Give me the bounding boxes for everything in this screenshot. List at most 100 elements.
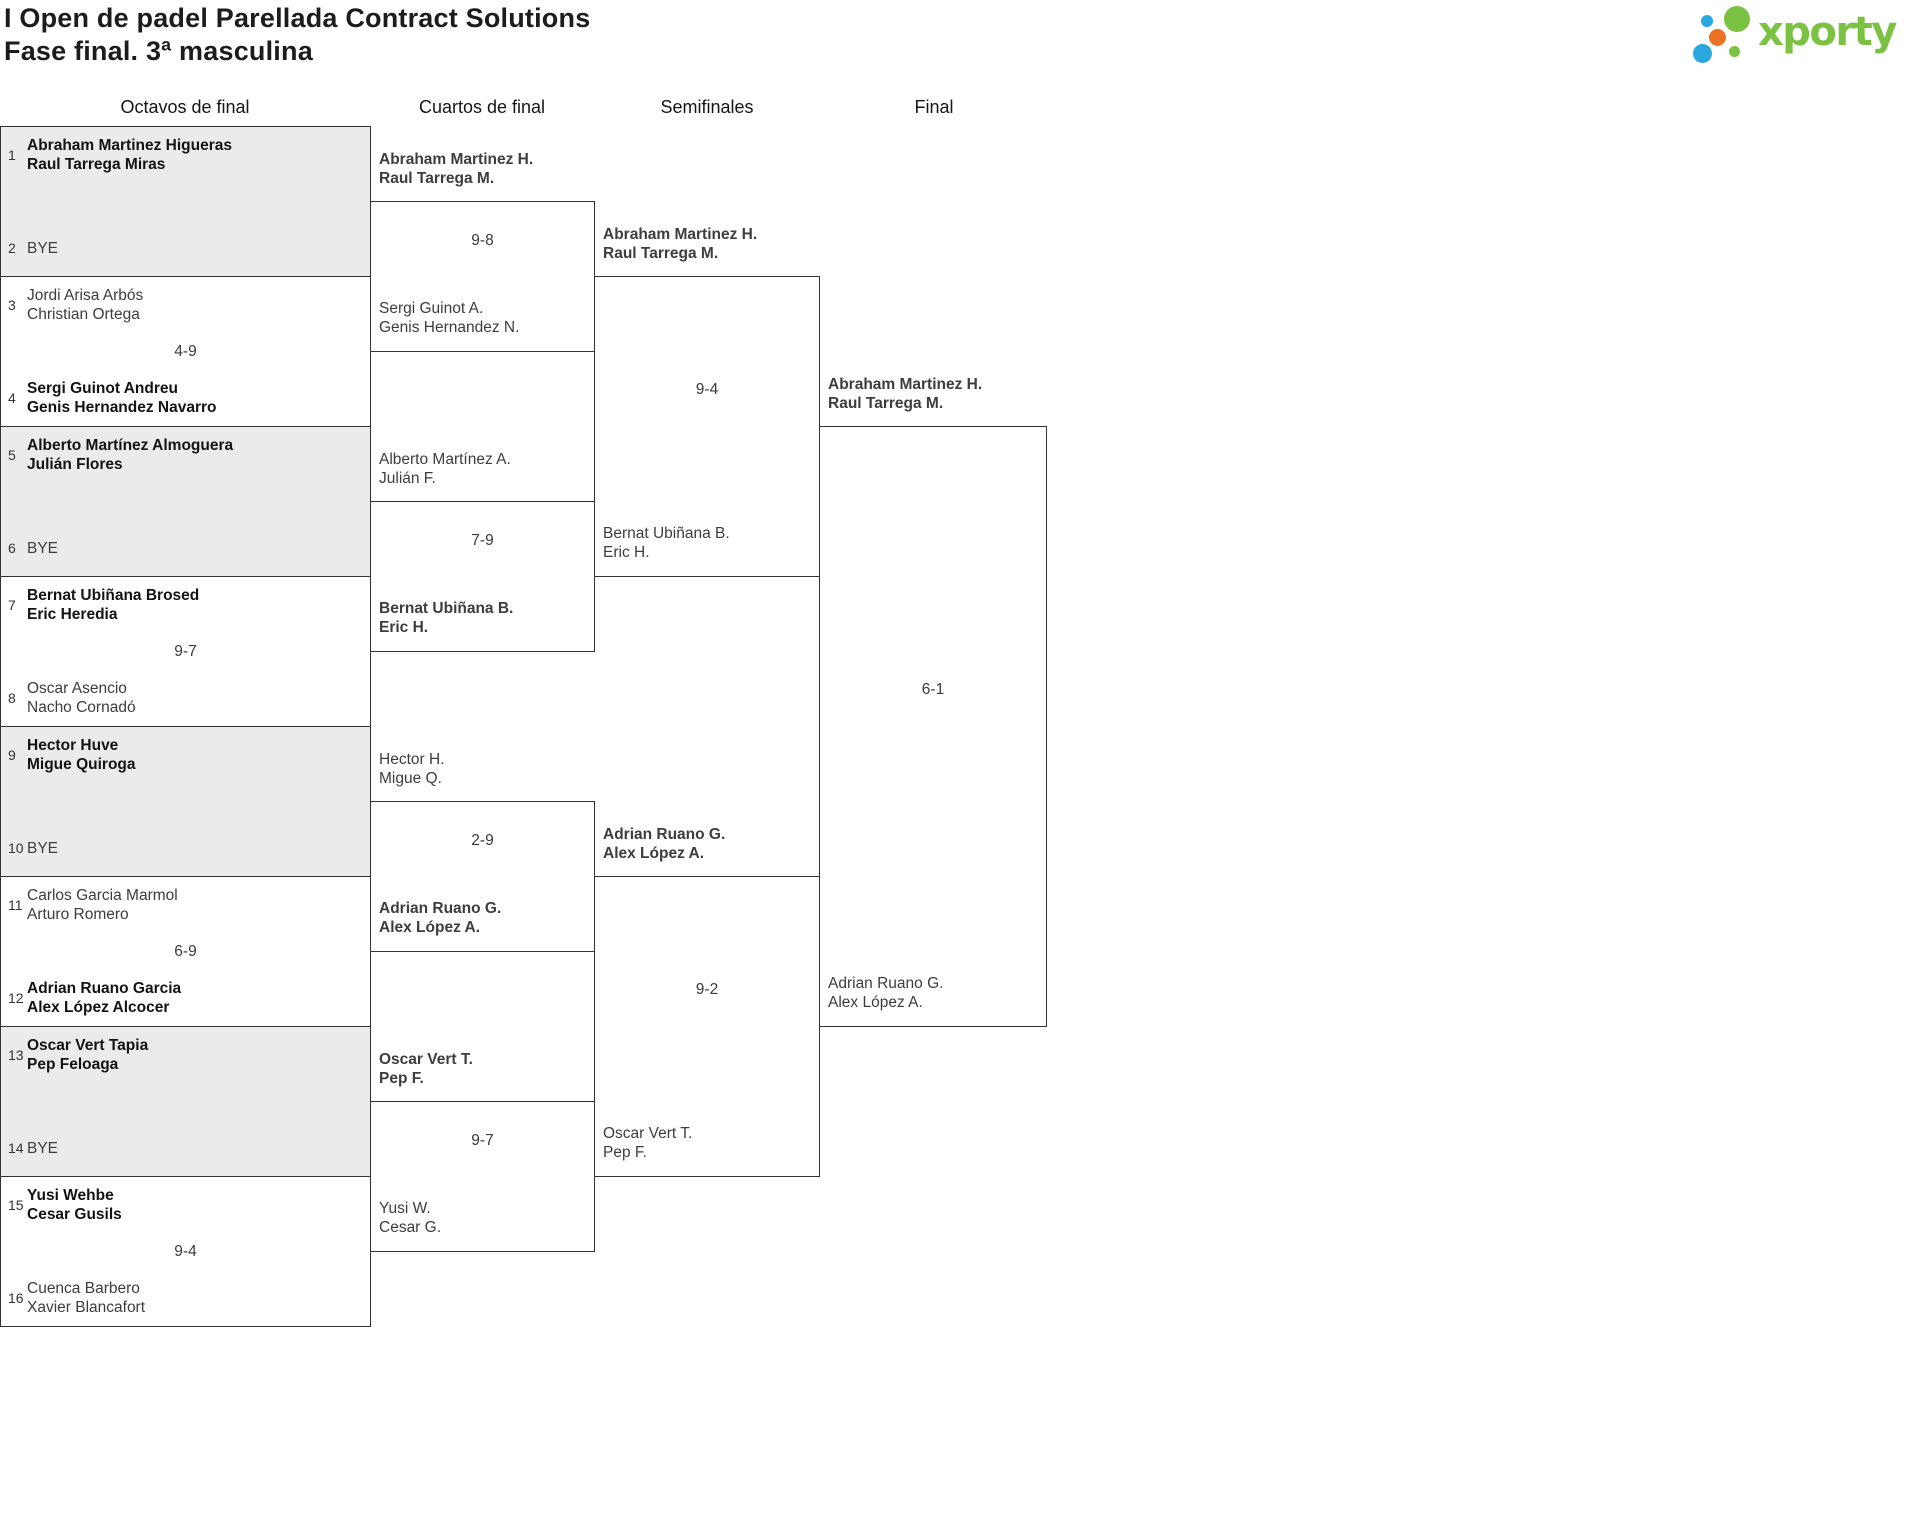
team-name: Abraham Martinez Higueras Raul Tarrega M… — [27, 137, 232, 173]
match-box-octavos-8: 15 Yusi Wehbe Cesar Gusils 9-4 16 Cuenca… — [0, 1176, 371, 1327]
match-slot: 7 Bernat Ubiñana Brosed Eric Heredia — [8, 585, 364, 625]
team-name: Bernat Ubiñana Brosed Eric Heredia — [27, 587, 200, 623]
logo-dot-green-large — [1724, 6, 1750, 32]
logo-dot-blue-small — [1701, 15, 1713, 27]
team-name: Jordi Arisa Arbós Christian Ortega — [27, 287, 144, 323]
seed-number: 14 — [8, 1140, 24, 1156]
seed-number: 16 — [8, 1290, 24, 1306]
tournament-name: I Open de padel Parellada Contract Solut… — [4, 3, 591, 33]
match-box-octavos-7: 13 Oscar Vert Tapia Pep Feloaga 14 BYE — [0, 1026, 371, 1177]
team-name: Adrian Ruano G. Alex López A. — [379, 900, 502, 936]
team-name: Oscar Vert T. Pep F. — [603, 1125, 693, 1161]
seed-number: 4 — [8, 390, 16, 406]
team-name: Alberto Martínez Almoguera Julián Flores — [27, 437, 234, 473]
match-slot: 12 Adrian Ruano Garcia Alex López Alcoce… — [8, 978, 364, 1018]
logo-dot-blue-large — [1693, 44, 1712, 63]
match-slot: 3 Jordi Arisa Arbós Christian Ortega — [8, 285, 364, 325]
seed-number: 11 — [8, 897, 23, 913]
seed-number: 1 — [8, 147, 16, 163]
match-box-semifinal-2: Adrian Ruano G. Alex López A. 9-2 Oscar … — [594, 826, 820, 1177]
team-name: Oscar Vert Tapia Pep Feloaga — [27, 1037, 149, 1073]
round-header-octavos: Octavos de final — [120, 97, 250, 117]
match-box-cuartos-1: Abraham Martinez H. Raul Tarrega M. 9-8 … — [370, 151, 595, 352]
match-score: 7-9 — [471, 532, 494, 549]
round-header-final: Final — [914, 97, 954, 117]
match-slot: 1 Abraham Martinez Higueras Raul Tarrega… — [8, 135, 364, 175]
match-slot: 13 Oscar Vert Tapia Pep Feloaga — [8, 1035, 364, 1075]
team-name: Hector H. Migue Q. — [379, 751, 445, 787]
team-name: Yusi Wehbe Cesar Gusils — [27, 1187, 122, 1223]
match-score: 6-1 — [921, 681, 945, 698]
team-name: Sergi Guinot Andreu Genis Hernandez Nava… — [27, 380, 217, 416]
match-slot: 8 Oscar Asencio Nacho Cornadó — [8, 678, 364, 718]
match-score: 6-9 — [174, 942, 197, 960]
page-title: I Open de padel Parellada Contract Solut… — [4, 2, 590, 68]
team-name: Abraham Martinez H. Raul Tarrega M. — [828, 376, 983, 412]
match-score: 4-9 — [174, 342, 197, 360]
seed-number: 2 — [8, 240, 16, 256]
team-name: BYE — [27, 1139, 59, 1157]
match-slot: 11 Carlos Garcia Marmol Arturo Romero — [8, 885, 364, 925]
team-name: Hector Huve Migue Quiroga — [27, 737, 136, 773]
match-score: 9-7 — [471, 1132, 494, 1149]
match-slot: 2 BYE — [8, 228, 364, 268]
match-slot: 14 BYE — [8, 1128, 364, 1168]
match-score: 9-4 — [695, 381, 719, 398]
seed-number: 13 — [8, 1047, 24, 1063]
match-score: 9-4 — [174, 1242, 197, 1260]
match-slot: 10 BYE — [8, 828, 364, 868]
match-slot: 4 Sergi Guinot Andreu Genis Hernandez Na… — [8, 378, 364, 418]
team-name: Cuenca Barbero Xavier Blancafort — [27, 1280, 146, 1316]
match-box-final: Abraham Martinez H. Raul Tarrega M. 6-1 … — [819, 376, 1047, 1027]
logo-dot-orange — [1709, 29, 1726, 46]
match-slot: 5 Alberto Martínez Almoguera Julián Flor… — [8, 435, 364, 475]
match-box-cuartos-4: Oscar Vert T. Pep F. 9-7 Yusi W. Cesar G… — [370, 1051, 595, 1252]
match-box-octavos-2: 3 Jordi Arisa Arbós Christian Ortega 4-9… — [0, 276, 371, 427]
team-name: Yusi W. Cesar G. — [379, 1200, 442, 1236]
team-name: BYE — [27, 539, 59, 557]
match-box-octavos-3: 5 Alberto Martínez Almoguera Julián Flor… — [0, 426, 371, 577]
match-box-cuartos-3: Hector H. Migue Q. 2-9 Adrian Ruano G. A… — [370, 751, 595, 952]
team-name: Abraham Martinez H. Raul Tarrega M. — [603, 226, 758, 262]
xporty-logo[interactable]: xporty — [1688, 0, 1920, 72]
team-name: Oscar Asencio Nacho Cornadó — [27, 680, 136, 716]
phase-name: Fase final. 3ª masculina — [4, 36, 313, 66]
team-name: Sergi Guinot A. Genis Hernandez N. — [379, 300, 520, 336]
match-slot: 9 Hector Huve Migue Quiroga — [8, 735, 364, 775]
seed-number: 10 — [8, 840, 24, 856]
team-name: Alberto Martínez A. Julián F. — [379, 451, 511, 487]
match-box-octavos-1: 1 Abraham Martinez Higueras Raul Tarrega… — [0, 126, 371, 277]
team-name: Bernat Ubiñana B. Eric H. — [379, 600, 514, 636]
round-header-cuartos: Cuartos de final — [418, 97, 546, 117]
team-name: Adrian Ruano Garcia Alex López Alcocer — [27, 980, 182, 1016]
seed-number: 3 — [8, 297, 16, 313]
team-name: Oscar Vert T. Pep F. — [379, 1051, 473, 1087]
team-name: Adrian Ruano G. Alex López A. — [603, 826, 726, 862]
seed-number: 5 — [8, 447, 16, 463]
match-box-octavos-4: 7 Bernat Ubiñana Brosed Eric Heredia 9-7… — [0, 576, 371, 727]
seed-number: 8 — [8, 690, 16, 706]
team-name: BYE — [27, 839, 59, 857]
team-name: Abraham Martinez H. Raul Tarrega M. — [379, 151, 534, 187]
match-box-semifinal-1: Abraham Martinez H. Raul Tarrega M. 9-4 … — [594, 226, 820, 577]
team-name: BYE — [27, 239, 59, 257]
match-score: 9-2 — [695, 981, 719, 998]
xporty-logo-text: xporty — [1758, 9, 1897, 55]
match-slot: 16 Cuenca Barbero Xavier Blancafort — [8, 1278, 364, 1318]
match-box-octavos-5: 9 Hector Huve Migue Quiroga 10 BYE — [0, 726, 371, 877]
match-box-octavos-6: 11 Carlos Garcia Marmol Arturo Romero 6-… — [0, 876, 371, 1027]
match-slot: 6 BYE — [8, 528, 364, 568]
match-box-cuartos-2: Alberto Martínez A. Julián F. 7-9 Bernat… — [370, 451, 595, 652]
seed-number: 6 — [8, 540, 16, 556]
match-slot: 15 Yusi Wehbe Cesar Gusils — [8, 1185, 364, 1225]
seed-number: 7 — [8, 597, 16, 613]
seed-number: 12 — [8, 990, 24, 1006]
seed-number: 9 — [8, 747, 16, 763]
team-name: Bernat Ubiñana B. Eric H. — [603, 525, 730, 561]
seed-number: 15 — [8, 1197, 24, 1213]
match-score: 2-9 — [471, 832, 494, 849]
team-name: Adrian Ruano G. Alex López A. — [828, 975, 944, 1011]
logo-dot-green-small — [1729, 46, 1740, 57]
round-header-semifinales: Semifinales — [660, 97, 754, 117]
match-score: 9-7 — [174, 642, 197, 660]
